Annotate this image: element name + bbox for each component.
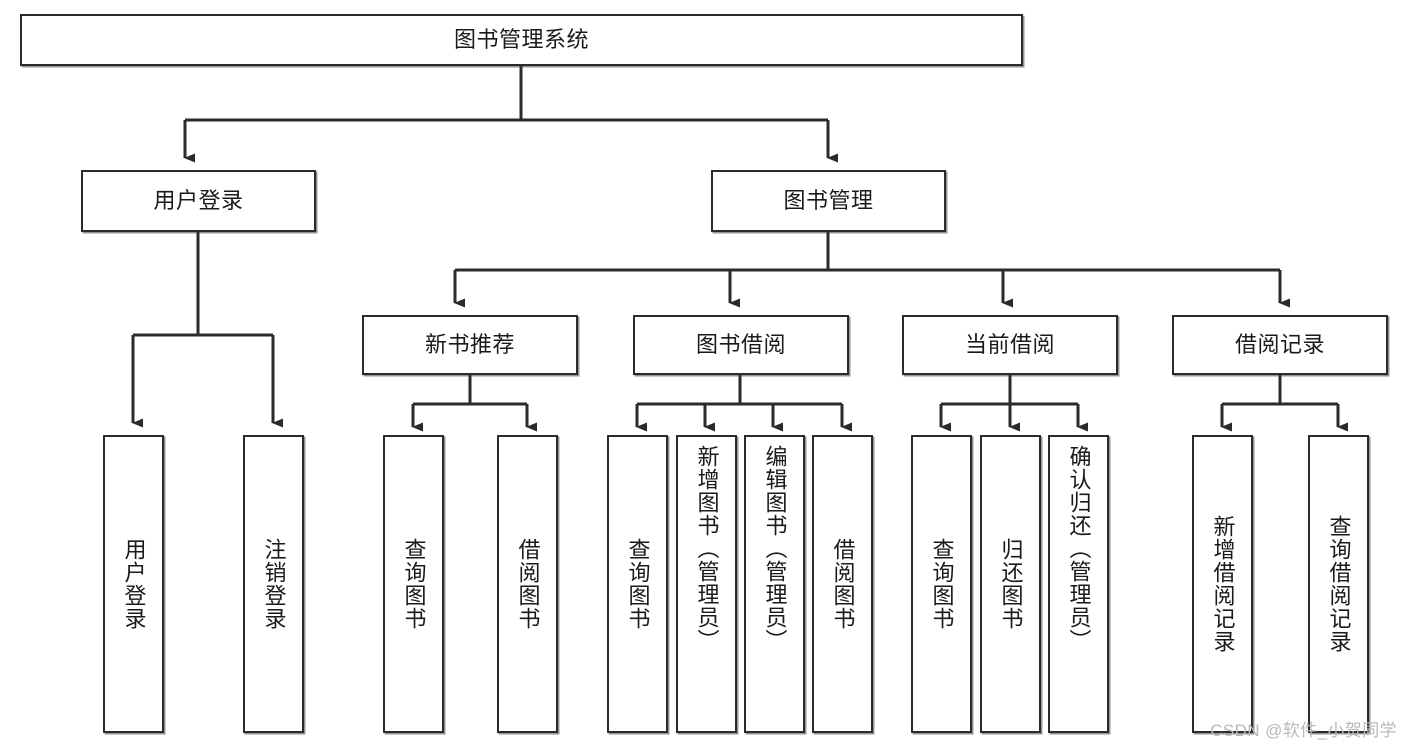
node-borrow-record[interactable]: 借阅记录 [1172,315,1388,375]
node-label: 新增借阅记录 [1210,515,1236,653]
node-label: 新书推荐 [424,332,515,358]
node-leaf-confirm-return[interactable]: 确认归还（管理员） [1048,435,1109,733]
node-leaf-edit-book[interactable]: 编辑图书（管理员） [744,435,805,733]
node-label: 图书管理 [783,188,874,214]
node-label: 图书管理系统 [453,27,589,53]
node-leaf-logout-login[interactable]: 注销登录 [243,435,304,733]
node-label: 用户登录 [121,538,147,630]
node-leaf-borrow-book-2[interactable]: 借阅图书 [812,435,873,733]
node-label: 用户登录 [153,188,244,214]
node-label: 确认归还（管理员） [1066,445,1092,652]
node-label: 查询图书 [625,538,651,630]
node-leaf-borrow-book-1[interactable]: 借阅图书 [497,435,558,733]
node-label: 借阅记录 [1234,332,1325,358]
node-label: 注销登录 [261,538,287,630]
node-user-login[interactable]: 用户登录 [81,170,316,232]
node-label: 当前借阅 [964,332,1055,358]
node-current-borrow[interactable]: 当前借阅 [902,315,1118,375]
node-book-borrow[interactable]: 图书借阅 [633,315,849,375]
node-label: 新增图书（管理员） [694,445,720,652]
node-leaf-return-book[interactable]: 归还图书 [980,435,1041,733]
node-leaf-query-book-3[interactable]: 查询图书 [911,435,972,733]
node-book-management[interactable]: 图书管理 [711,170,946,232]
node-new-book-recommend[interactable]: 新书推荐 [362,315,578,375]
node-label: 归还图书 [998,538,1024,630]
node-leaf-query-book-1[interactable]: 查询图书 [383,435,444,733]
watermark-text: CSDN @软件_小贺同学 [1210,721,1397,740]
node-label: 查询借阅记录 [1326,515,1352,653]
node-book-management-system[interactable]: 图书管理系统 [20,14,1023,66]
node-label: 借阅图书 [515,538,541,630]
node-leaf-add-book[interactable]: 新增图书（管理员） [676,435,737,733]
node-label: 查询图书 [401,538,427,630]
node-label: 查询图书 [929,538,955,630]
node-leaf-query-record[interactable]: 查询借阅记录 [1308,435,1369,733]
node-label: 编辑图书（管理员） [762,445,788,652]
node-leaf-query-book-2[interactable]: 查询图书 [607,435,668,733]
node-label: 图书借阅 [695,332,786,358]
node-leaf-user-login[interactable]: 用户登录 [103,435,164,733]
node-label: 借阅图书 [830,538,856,630]
node-leaf-add-record[interactable]: 新增借阅记录 [1192,435,1253,733]
